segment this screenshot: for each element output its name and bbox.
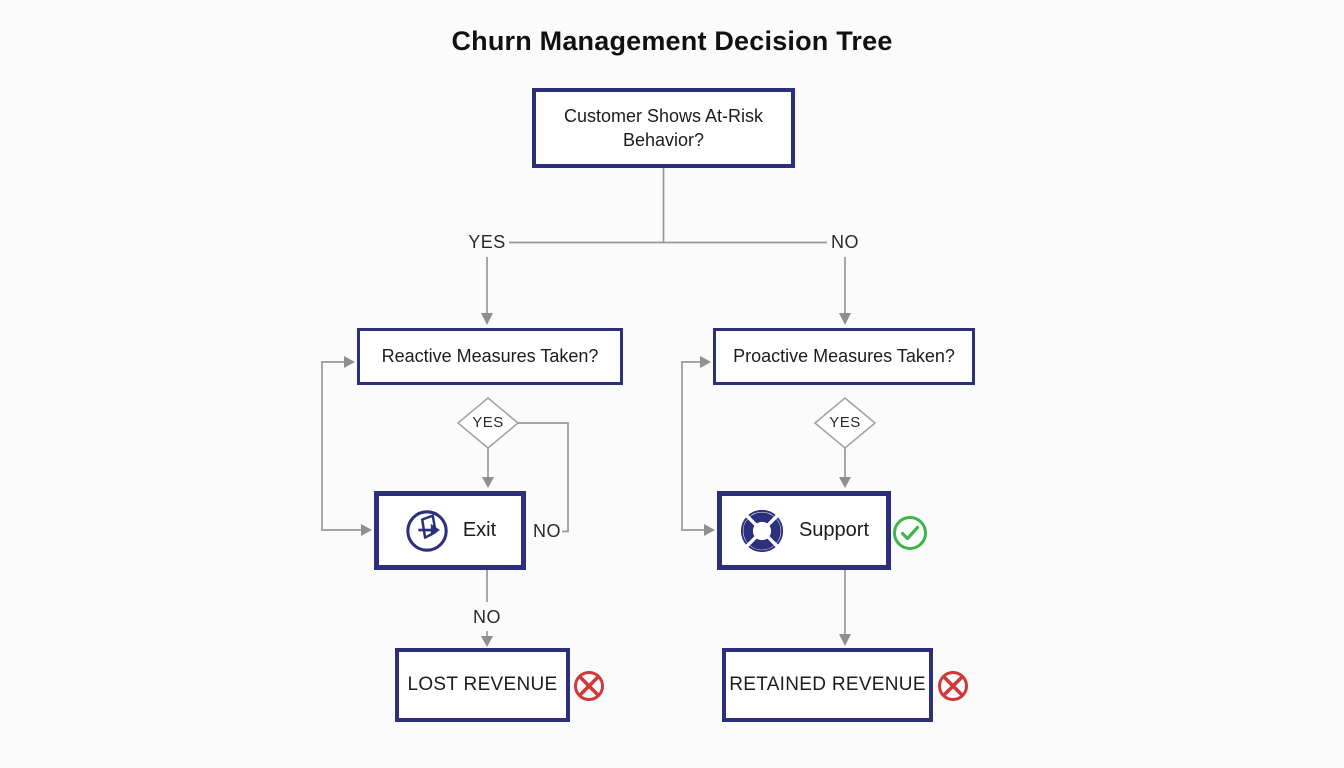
- edge-reactive-no-loop: [518, 422, 569, 533]
- node-support-action: Support: [717, 491, 891, 570]
- node-proactive-label: Proactive Measures Taken?: [733, 346, 955, 367]
- arrowhead-yes-drop: [481, 313, 493, 325]
- node-root-label: Customer Shows At-Risk Behavior?: [563, 105, 764, 150]
- door-exit-icon: [406, 509, 448, 552]
- edge-label-reactive-decision: YES: [472, 414, 504, 431]
- node-root-question: Customer Shows At-Risk Behavior?: [532, 88, 795, 168]
- node-exit-label: Exit: [462, 519, 497, 541]
- node-retained-revenue: RETAINED REVENUE: [722, 648, 933, 722]
- node-retained-revenue-label: RETAINED REVENUE: [729, 674, 926, 695]
- edge-label-root-no: NO: [831, 232, 859, 252]
- check-circle-icon: [893, 516, 927, 550]
- arrowhead-right-bracket-top: [700, 356, 711, 368]
- node-reactive-question: Reactive Measures Taken?: [357, 328, 623, 385]
- node-reactive-label: Reactive Measures Taken?: [381, 346, 599, 367]
- arrowhead-no-drop: [839, 313, 851, 325]
- node-proactive-question: Proactive Measures Taken?: [713, 328, 975, 385]
- cross-circle-icon: [574, 671, 604, 701]
- edge-left-bracket: [321, 361, 362, 531]
- page-title: Churn Management Decision Tree: [451, 26, 893, 56]
- node-exit-action: Exit: [374, 491, 526, 570]
- arrowhead-proactive-yes: [839, 477, 851, 488]
- arrowhead-exit-no: [481, 636, 493, 647]
- arrowhead-right-bracket-bottom: [704, 524, 715, 536]
- arrowhead-left-bracket-top: [344, 356, 355, 368]
- arrowhead-reactive-yes: [482, 477, 494, 488]
- node-lost-revenue: LOST REVENUE: [395, 648, 570, 722]
- edge-label-proactive-decision: YES: [829, 414, 861, 431]
- lifebuoy-icon: [740, 509, 784, 552]
- edge-label-exit-no: NO: [473, 607, 501, 627]
- arrowhead-left-bracket-bottom: [361, 524, 372, 536]
- node-lost-revenue-label: LOST REVENUE: [407, 674, 558, 695]
- arrowhead-support-down: [839, 634, 851, 646]
- edge-label-root-yes: YES: [468, 232, 506, 252]
- edge-right-bracket: [681, 361, 705, 531]
- cross-circle-icon: [938, 671, 968, 701]
- node-support-label: Support: [798, 519, 870, 541]
- edge-label-reactive-no-loop: NO: [533, 521, 561, 541]
